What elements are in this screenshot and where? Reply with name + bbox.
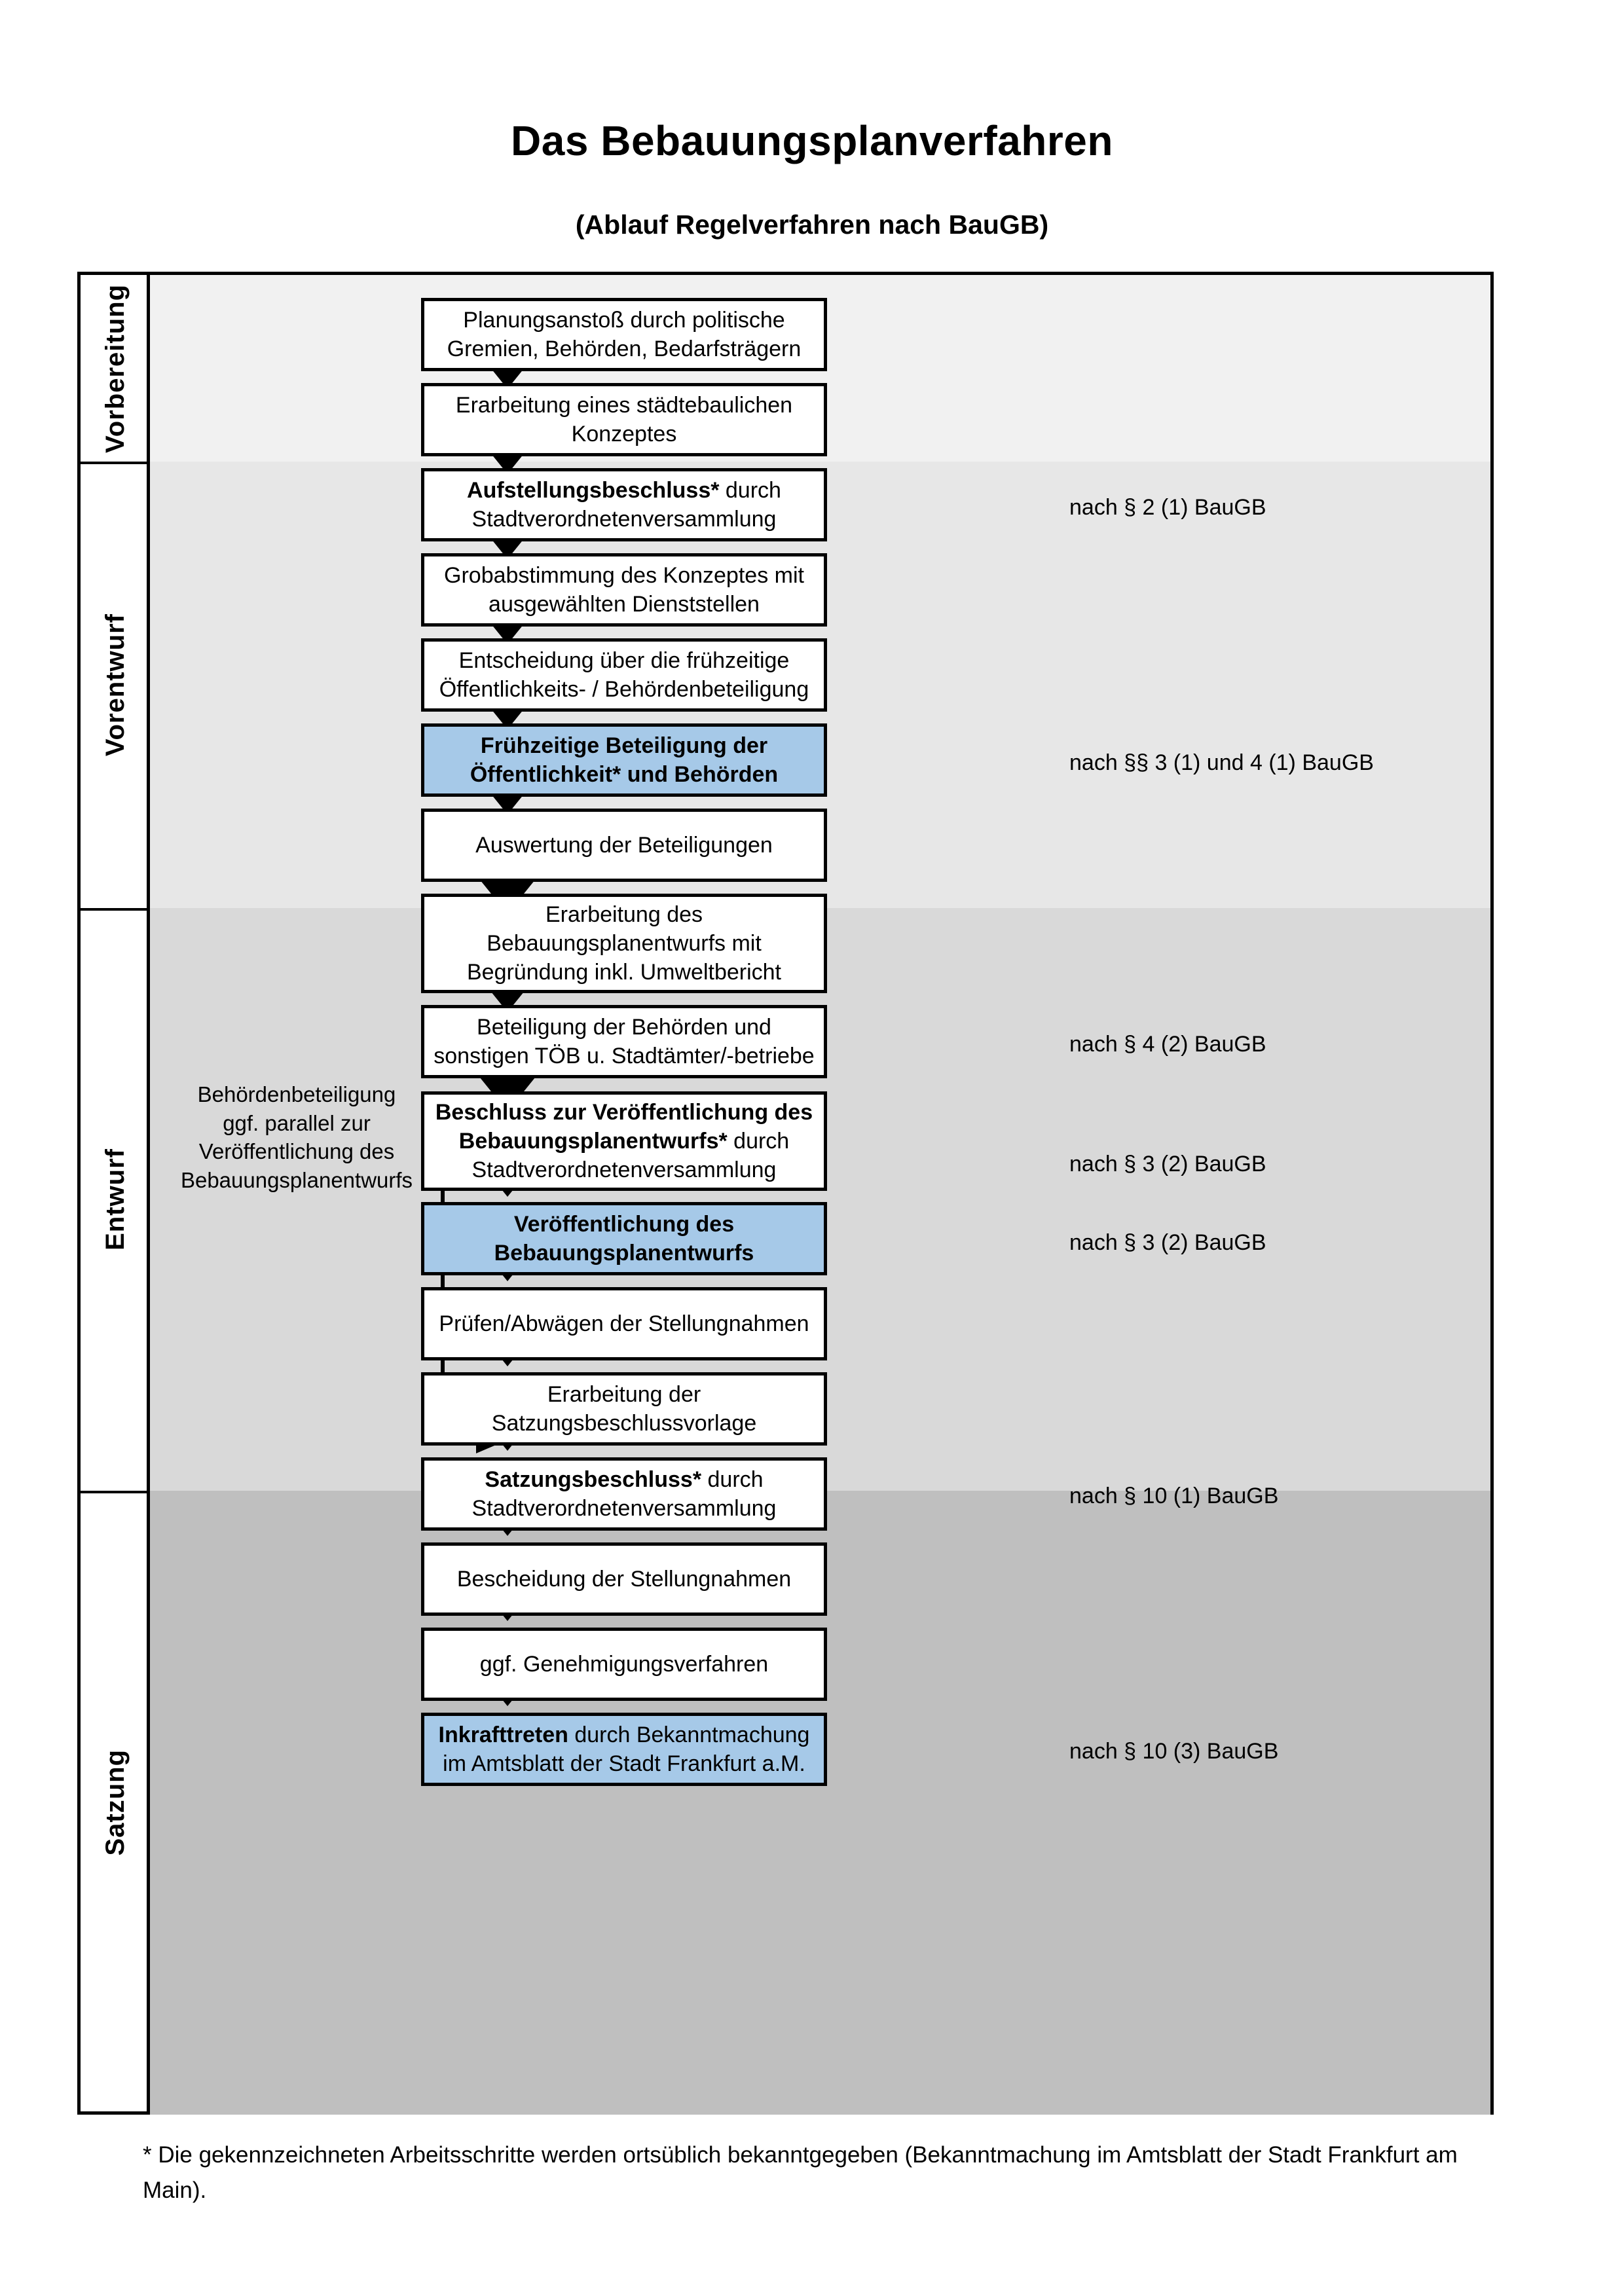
step-box-6[interactable]: Frühzeitige Beteiligung der Öffentlichke… [421, 723, 827, 797]
step-box-label: Prüfen/Abwägen der Stellungnahmen [439, 1311, 809, 1336]
step-box-label: Beteiligung der Behörden und sonstigen T… [434, 1014, 815, 1068]
law-ref-2-1: nach § 2 (1) BauGB [1069, 495, 1266, 520]
footnote: * Die gekennzeichneten Arbeitsschritte w… [143, 2142, 1458, 2204]
step-box-15[interactable]: Bescheidung der Stellungnahmen [421, 1542, 827, 1616]
step-box-13[interactable]: Erarbeitung der Satzungsbeschlussvorlage [421, 1372, 827, 1446]
step-box-10[interactable]: Beschluss zur Veröffentlichung des Bebau… [421, 1091, 827, 1191]
step-box-4[interactable]: Grobabstimmung des Konzeptes mit ausgewä… [421, 553, 827, 627]
step-box-label: Erarbeitung der Satzungsbeschlussvorlage [491, 1381, 757, 1436]
step-box-label: Auswertung der Beteiligungen [475, 832, 773, 858]
step-box-label: Satzungsbeschluss* durch Stadtverordnete… [471, 1467, 777, 1521]
step-box-12[interactable]: Prüfen/Abwägen der Stellungnahmen [421, 1287, 827, 1360]
step-box-label: Entscheidung über die frühzeitige Öffent… [439, 647, 809, 702]
phase-label-text: Vorbereitung [100, 283, 130, 453]
phase-label-satzung: Satzung [81, 1491, 150, 2115]
step-box-17[interactable]: Inkrafttreten durch Bekanntmachung im Am… [421, 1713, 827, 1786]
step-box-label: Aufstellungsbeschluss* durch Stadtverord… [467, 477, 781, 532]
page-title: Das Bebauungsplanverfahren [511, 117, 1113, 164]
step-box-1[interactable]: Planungsanstoß durch politische Gremien,… [421, 298, 827, 371]
phase-label-vorentwurf: Vorentwurf [81, 462, 150, 908]
step-box-label: Bescheidung der Stellungnahmen [456, 1566, 792, 1592]
step-box-16[interactable]: ggf. Genehmigungsverfahren [421, 1628, 827, 1701]
diagram-frame: Vorbereitung Vorentwurf Entwurf Satzung [77, 272, 1494, 2115]
step-box-5[interactable]: Entscheidung über die frühzeitige Öffent… [421, 638, 827, 712]
step-box-7[interactable]: Auswertung der Beteiligungen [421, 809, 827, 882]
law-ref-3-1-and-4-1: nach §§ 3 (1) und 4 (1) BauGB [1069, 750, 1374, 775]
step-box-label: Erarbeitung eines städtebaulichen Konzep… [455, 392, 793, 446]
side-note-line: Behördenbeteiligung [197, 1082, 396, 1106]
step-box-label: ggf. Genehmigungsverfahren [479, 1651, 769, 1677]
side-note-line: Bebauungsplanentwurfs [180, 1167, 413, 1192]
side-note-line: Veröffentlichung des [198, 1139, 395, 1164]
step-box-11[interactable]: Veröffentlichung des Bebauungsplanentwur… [421, 1202, 827, 1275]
phase-label-text: Vorentwurf [100, 613, 130, 757]
phase-label-vorbereitung: Vorbereitung [81, 275, 150, 462]
phase-divider [81, 1491, 150, 1493]
law-ref-10-1: nach § 10 (1) BauGB [1069, 1484, 1279, 1508]
step-box-label: Planungsanstoß durch politische Gremien,… [447, 307, 802, 361]
phase-divider [81, 908, 150, 911]
law-ref-10-3: nach § 10 (3) BauGB [1069, 1739, 1279, 1764]
step-box-3[interactable]: Aufstellungsbeschluss* durch Stadtverord… [421, 468, 827, 541]
step-box-9[interactable]: Beteiligung der Behörden und sonstigen T… [421, 1005, 827, 1078]
phase-label-text: Entwurf [100, 1148, 130, 1250]
side-note-line: ggf. parallel zur [223, 1110, 371, 1135]
law-ref-4-2: nach § 4 (2) BauGB [1069, 1032, 1266, 1057]
law-ref-3-2-beschluss: nach § 3 (2) BauGB [1069, 1152, 1266, 1176]
side-note-parallel-beteiligung: Behördenbeteiligung ggf. parallel zur Ve… [166, 1080, 428, 1194]
step-box-label: Grobabstimmung des Konzeptes mit ausgewä… [444, 562, 804, 617]
step-box-2[interactable]: Erarbeitung eines städtebaulichen Konzep… [421, 383, 827, 456]
step-box-label: Frühzeitige Beteiligung der Öffentlichke… [470, 733, 779, 787]
phase-label-text: Satzung [100, 1749, 130, 1856]
phase-divider [81, 462, 150, 464]
phase-label-column: Vorbereitung Vorentwurf Entwurf Satzung [81, 275, 150, 2111]
page-subtitle: (Ablauf Regelverfahren nach BauGB) [575, 210, 1049, 240]
law-ref-3-2-veroeffentlichung: nach § 3 (2) BauGB [1069, 1230, 1266, 1255]
phase-label-entwurf: Entwurf [81, 908, 150, 1491]
step-box-8[interactable]: Erarbeitung des Bebauungsplanentwurfs mi… [421, 894, 827, 993]
step-box-label: Beschluss zur Veröffentlichung des Bebau… [435, 1099, 813, 1183]
step-box-label: Erarbeitung des Bebauungsplanentwurfs mi… [466, 902, 782, 985]
step-box-14[interactable]: Satzungsbeschluss* durch Stadtverordnete… [421, 1457, 827, 1531]
step-box-label: Veröffentlichung des Bebauungsplanentwur… [494, 1211, 754, 1266]
step-box-label: Inkrafttreten durch Bekanntmachung im Am… [438, 1722, 810, 1776]
